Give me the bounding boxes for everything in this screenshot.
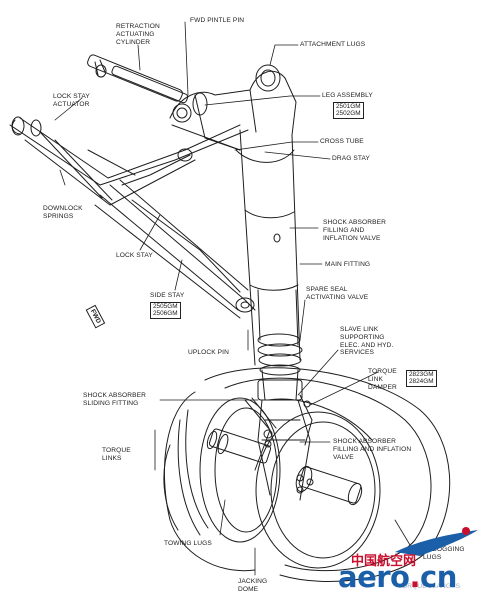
part-number: 2502GM: [336, 110, 361, 118]
label-cross-tube: CROSS TUBE: [320, 138, 364, 145]
label-debogging-lugs: DEBOGGING LUGS: [423, 546, 465, 561]
label-jacking-dome: JACKING DOME: [238, 578, 268, 593]
leg-assembly: [169, 64, 297, 151]
label-towing-lugs: TOWING LUGS: [164, 540, 212, 547]
watermark-aero: aero: [338, 560, 410, 594]
label-spare-seal-valve: SPARE SEAL ACTIVATING VALVE: [306, 286, 369, 301]
main-strut: [235, 129, 313, 501]
part-number: 2506GM: [153, 310, 178, 318]
label-downlock-springs: DOWNLOCK SPRINGS: [43, 205, 83, 220]
label-attachment-lugs: ATTACHMENT LUGS: [300, 41, 366, 48]
leg-assembly-part-numbers: 2501GM 2502GM: [333, 102, 364, 119]
label-lock-stay: LOCK STAY: [116, 252, 153, 259]
label-torque-links: TORQUE LINKS: [102, 447, 131, 462]
label-side-stay: SIDE STAY: [150, 292, 185, 299]
label-fwd-pintle-pin: FWD PINTLE PIN: [190, 17, 245, 24]
side-stay-part-numbers: 2505GM 2506GM: [150, 302, 181, 319]
part-number: 2501GM: [336, 103, 361, 110]
label-shock-absorber-valve-upper: SHOCK ABSORBER FILLING AND INFLATION VAL…: [323, 219, 386, 242]
retraction-cylinder: [87, 54, 189, 104]
watermark-dot: .: [409, 560, 420, 594]
side-stay: [94, 154, 256, 319]
part-number: 2505GM: [153, 303, 178, 310]
label-drag-stay: DRAG STAY: [332, 155, 371, 162]
torque-damper-part-numbers: 2823GM 2824GM: [406, 370, 437, 387]
watermark-logo: aero.cn: [338, 560, 457, 594]
part-number: 2823GM: [409, 371, 434, 378]
label-lock-stay-actuator: LOCK STAY ACTUATOR: [53, 93, 90, 108]
wheel-assembly: [163, 367, 451, 582]
label-torque-flanges: TORQUE FLANGES: [398, 583, 461, 590]
watermark-cn: cn: [420, 560, 457, 594]
label-retraction-cylinder: RETRACTION ACTUATING CYLINDER: [116, 23, 160, 46]
drag-stay: [9, 116, 249, 206]
label-uplock-pin: UPLOCK PIN: [188, 349, 229, 356]
watermark-cn-text: 中国航空网: [351, 554, 417, 569]
label-leg-assembly: LEG ASSEMBLY: [322, 92, 373, 99]
part-number: 2824GM: [409, 378, 434, 386]
label-shock-absorber-valve-lower: SHOCK ABSORBER FILLING AND INFLATION VAL…: [333, 438, 412, 461]
label-torque-link-damper: TORQUE LINK DAMPER: [368, 368, 397, 391]
label-main-fitting: MAIN FITTING: [325, 261, 371, 268]
leader-lines: [54, 21, 411, 576]
label-slave-link: SLAVE LINK SUPPORTING ELEC. AND HYD. SER…: [340, 326, 394, 357]
label-sliding-fitting: SHOCK ABSORBER SLIDING FITTING: [83, 392, 146, 407]
